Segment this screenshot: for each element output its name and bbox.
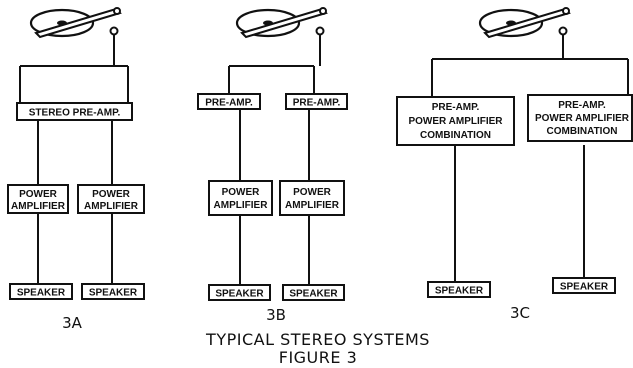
power-amplifier-3b-right: POWER AMPLIFIER — [279, 180, 345, 216]
figure-number: FIGURE 3 — [279, 348, 358, 367]
power-amplifier-3b-right-line2: AMPLIFIER — [285, 200, 340, 211]
turntable-3b-icon — [235, 7, 328, 39]
power-amplifier-3a-left: POWER AMPLIFIER — [7, 184, 69, 214]
system-3a-label: 3A — [62, 314, 83, 332]
speaker-3b-left-label: SPEAKER — [215, 289, 264, 300]
speaker-3a-left: SPEAKER — [9, 283, 73, 300]
figure-title: TYPICAL STEREO SYSTEMS — [205, 330, 430, 349]
system-3c-label: 3C — [510, 304, 530, 322]
preamp-3b-left: PRE-AMP. — [197, 93, 261, 110]
power-amplifier-3b-left: POWER AMPLIFIER — [208, 180, 273, 216]
speaker-3a-right-label: SPEAKER — [89, 288, 138, 299]
preamp-3b-right-label: PRE-AMP. — [293, 98, 341, 109]
turntable-3a-icon — [29, 7, 122, 39]
stereo-preamp-3a: STEREO PRE-AMP. — [16, 102, 133, 121]
system-3c: PRE-AMP. POWER AMPLIFIER COMBINATION PRE… — [396, 7, 633, 322]
turntable-3c-icon — [478, 7, 571, 39]
power-amplifier-3b-right-line1: POWER — [293, 187, 332, 198]
power-amplifier-3a-left-line1: POWER — [19, 189, 58, 200]
speaker-3b-right-label: SPEAKER — [289, 289, 338, 300]
power-amplifier-3b-left-line2: AMPLIFIER — [214, 200, 269, 211]
power-amplifier-3a-right-line2: AMPLIFIER — [84, 201, 139, 212]
combo-amplifier-3c-right-line3: COMBINATION — [547, 126, 618, 137]
speaker-3a-left-label: SPEAKER — [17, 288, 66, 299]
speaker-3b-right: SPEAKER — [282, 284, 345, 301]
wires-3b — [228, 35, 321, 285]
combo-amplifier-3c-right-line2: POWER AMPLIFIER — [535, 113, 630, 124]
preamp-3b-left-label: PRE-AMP. — [205, 98, 253, 109]
speaker-3c-left-label: SPEAKER — [435, 286, 484, 297]
combo-amplifier-3c-left-line2: POWER AMPLIFIER — [408, 116, 503, 127]
combo-amplifier-3c-left-line1: PRE-AMP. — [432, 102, 480, 113]
speaker-3b-left: SPEAKER — [208, 284, 271, 301]
system-3b-label: 3B — [266, 306, 286, 324]
power-amplifier-3a-right-line1: POWER — [92, 189, 131, 200]
speaker-3c-right-label: SPEAKER — [560, 282, 609, 293]
combo-amplifier-3c-left: PRE-AMP. POWER AMPLIFIER COMBINATION — [396, 96, 515, 146]
speaker-3c-right: SPEAKER — [552, 277, 616, 294]
speaker-3c-left: SPEAKER — [427, 281, 491, 298]
power-amplifier-3a-left-line2: AMPLIFIER — [11, 201, 66, 212]
system-3a: STEREO PRE-AMP. POWER AMPLIFIER POWER AM… — [7, 7, 145, 332]
combo-amplifier-3c-left-line3: COMBINATION — [420, 130, 491, 141]
power-amplifier-3a-right: POWER AMPLIFIER — [77, 184, 145, 214]
preamp-3b-right: PRE-AMP. — [285, 93, 348, 110]
combo-amplifier-3c-right: PRE-AMP. POWER AMPLIFIER COMBINATION — [527, 94, 633, 142]
speaker-3a-right: SPEAKER — [81, 283, 145, 300]
stereo-preamp-3a-label: STEREO PRE-AMP. — [29, 108, 121, 119]
combo-amplifier-3c-right-line1: PRE-AMP. — [558, 100, 606, 111]
system-3b: PRE-AMP. PRE-AMP. POWER AMPLIFIER POWER … — [197, 7, 348, 324]
wires-3c — [431, 35, 629, 282]
wires-3a — [19, 35, 129, 284]
power-amplifier-3b-left-line1: POWER — [222, 187, 261, 198]
